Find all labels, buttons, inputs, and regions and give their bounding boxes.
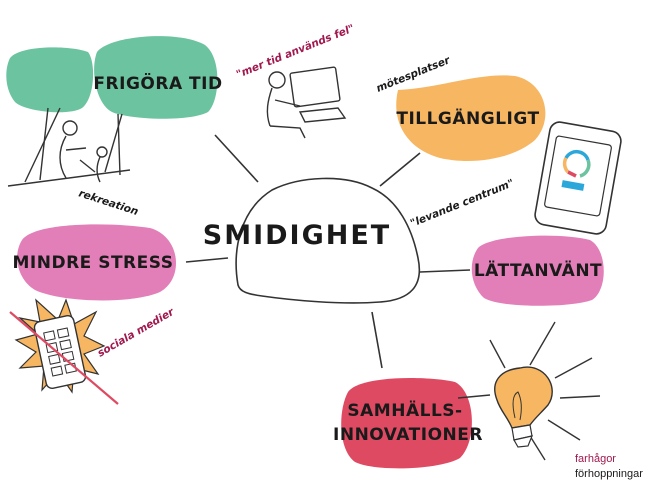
frigora-tid-label: FRIGÖRA TID bbox=[93, 72, 222, 94]
lattanvant-label: LÄTTANVÄNT bbox=[474, 259, 602, 281]
connector-frigora bbox=[214, 134, 259, 183]
samhalls-label-line2: INNOVATIONER bbox=[333, 425, 483, 445]
center-label: SMIDIGHET bbox=[203, 220, 391, 251]
smartphone-icon bbox=[534, 121, 622, 235]
lattanvant-blob bbox=[471, 235, 604, 306]
light-bulb-icon bbox=[457, 321, 601, 461]
frigora-tid-blob-left bbox=[6, 47, 94, 113]
person-at-computer-icon bbox=[266, 66, 347, 139]
annotation-levande-centrum: "levande centrum" bbox=[409, 177, 516, 230]
legend-hopes: förhoppningar bbox=[575, 468, 643, 480]
connector-tillgangligt bbox=[379, 152, 421, 187]
samhalls-label-line1: SAMHÄLLS- bbox=[347, 399, 462, 421]
connector-samhalls bbox=[371, 311, 383, 369]
connector-stress bbox=[185, 257, 229, 263]
recreation-people-icon bbox=[7, 107, 131, 187]
annotation-sociala-medier: sociala medier bbox=[96, 306, 177, 360]
frigora-tid-blob bbox=[94, 36, 218, 119]
tillgangligt-blob bbox=[396, 75, 546, 161]
legend: farhågor förhoppningar bbox=[575, 452, 643, 482]
legend-fears: farhågor bbox=[575, 453, 616, 465]
center-cloud bbox=[235, 177, 421, 304]
connector-lines bbox=[185, 134, 471, 369]
tillgangligt-label: TILLGÄNGLIGT bbox=[396, 107, 539, 129]
annotation-rekreation: rekreation bbox=[77, 187, 140, 218]
connector-lattanvant bbox=[419, 269, 471, 273]
mindre-stress-blob bbox=[17, 224, 177, 301]
samhalls-blob bbox=[341, 378, 472, 469]
stressed-phone-icon bbox=[9, 298, 119, 405]
mindre-stress-label: MINDRE STRESS bbox=[13, 253, 174, 273]
